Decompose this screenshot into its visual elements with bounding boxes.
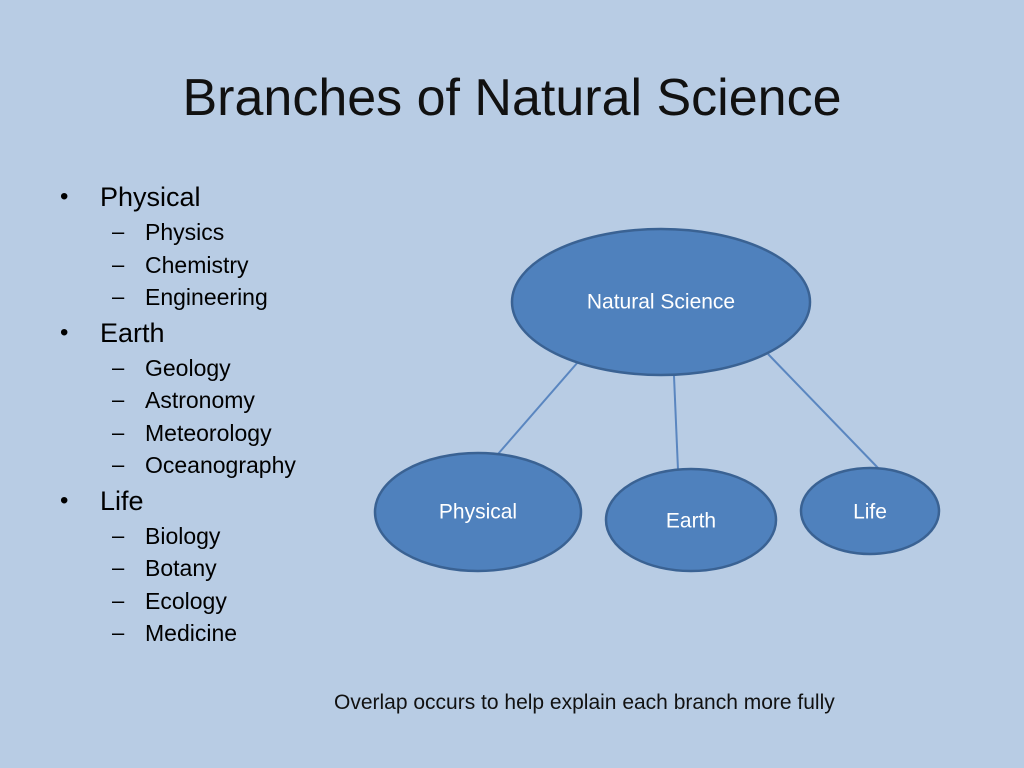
list-item: –Meteorology — [58, 417, 358, 450]
branch-label: Earth — [100, 317, 165, 348]
connector-life — [767, 353, 881, 471]
node-label-physical: Physical — [439, 501, 517, 524]
sub-list: –Physics –Chemistry –Engineering — [58, 216, 358, 314]
dash-icon: – — [112, 219, 125, 244]
dash-icon: – — [112, 452, 125, 477]
bullet-icon: • — [60, 318, 69, 346]
item-label: Chemistry — [145, 251, 249, 278]
bullet-icon: • — [60, 486, 69, 514]
dash-icon: – — [112, 522, 125, 548]
branch-label: Physical — [100, 182, 201, 212]
node-earth: Earth — [604, 467, 778, 573]
connector-earth — [673, 375, 679, 471]
node-label-life: Life — [853, 501, 887, 524]
dash-icon: – — [112, 419, 125, 445]
list-item: –Chemistry — [58, 249, 358, 282]
item-label: Biology — [145, 522, 221, 549]
item-label: Oceanography — [145, 452, 296, 478]
dash-icon: – — [112, 251, 125, 277]
item-label: Medicine — [145, 620, 238, 646]
branch-label: Life — [100, 485, 144, 516]
list-item: –Engineering — [58, 281, 358, 314]
node-label-root: Natural Science — [587, 291, 735, 314]
outline-branch-life: • Life –Biology –Botany –Ecology –Medici… — [58, 482, 358, 650]
item-label: Physics — [145, 219, 225, 245]
connector-physical — [497, 361, 579, 455]
node-physical: Physical — [373, 451, 583, 573]
outline-branch-earth: • Earth –Geology –Astronomy –Meteorology… — [58, 314, 358, 482]
dash-icon: – — [112, 555, 125, 580]
item-label: Geology — [145, 354, 231, 381]
item-label: Astronomy — [145, 387, 255, 413]
dash-icon: – — [112, 284, 125, 309]
sub-list: –Biology –Botany –Ecology –Medicine — [58, 520, 358, 650]
list-item: –Geology — [58, 352, 358, 385]
list-item: –Botany — [58, 552, 358, 585]
dash-icon: – — [112, 620, 125, 645]
node-natural-science: Natural Science — [510, 227, 812, 377]
node-life: Life — [799, 466, 941, 556]
outline-branch-physical: • Physical –Physics –Chemistry –Engineer… — [58, 178, 358, 314]
dash-icon: – — [112, 587, 125, 613]
branch-outline: • Physical –Physics –Chemistry –Engineer… — [58, 178, 358, 650]
list-item: –Astronomy — [58, 384, 358, 417]
list-item: –Medicine — [58, 617, 358, 650]
footnote-text: Overlap occurs to help explain each bran… — [334, 691, 835, 714]
list-item: –Ecology — [58, 585, 358, 618]
slide-title: Branches of Natural Science — [182, 69, 842, 127]
item-label: Meteorology — [145, 419, 272, 446]
sub-list: –Geology –Astronomy –Meteorology –Oceano… — [58, 352, 358, 482]
list-item: –Oceanography — [58, 449, 358, 482]
dash-icon: – — [112, 354, 125, 380]
list-item: –Physics — [58, 216, 358, 249]
list-item: –Biology — [58, 520, 358, 553]
item-label: Ecology — [145, 587, 227, 614]
item-label: Botany — [145, 555, 217, 581]
node-label-earth: Earth — [666, 510, 716, 533]
bullet-icon: • — [60, 183, 69, 210]
dash-icon: – — [112, 387, 125, 412]
item-label: Engineering — [145, 284, 268, 310]
